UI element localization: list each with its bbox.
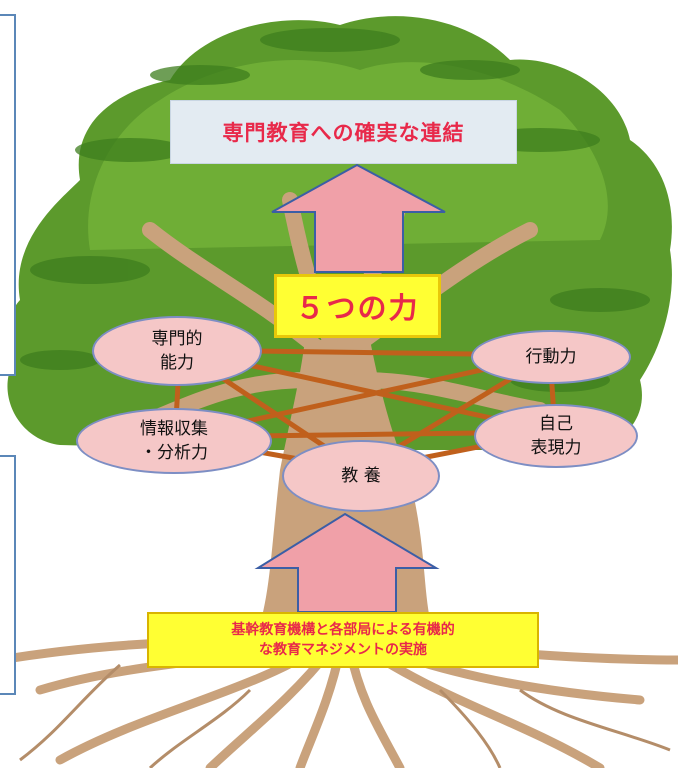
foundation-line-2: な教育マネジメントの実施 xyxy=(259,642,427,658)
node-information-line-2: ・分析力 xyxy=(140,443,208,463)
foundation-box: 基幹教育機構と各部局による有機的 な教育マネジメントの実施 xyxy=(147,612,539,668)
node-self-expression-line-2: 表現力 xyxy=(530,438,582,458)
up-arrow-bottom xyxy=(254,512,440,613)
node-information-analysis: 情報収集 ・分析力 xyxy=(76,408,272,474)
node-specialist-line-1: 専門的 xyxy=(151,329,203,349)
node-action-ability: 行動力 xyxy=(471,330,631,384)
up-arrow-top xyxy=(271,163,446,273)
node-self-expression: 自己 表現力 xyxy=(474,404,638,468)
five-powers-box: ５つの力 xyxy=(274,274,441,338)
node-culture-line-1: 教 養 xyxy=(341,466,381,486)
goal-title-text: 専門教育への確実な連結 xyxy=(222,121,465,145)
five-powers-text: ５つの力 xyxy=(295,291,420,325)
foundation-line-1: 基幹教育機構と各部局による有機的 xyxy=(231,622,455,638)
node-action-line-1: 行動力 xyxy=(525,347,577,367)
node-culture: 教 養 xyxy=(282,440,440,512)
goal-title-box: 専門教育への確実な連結 xyxy=(170,100,517,164)
left-panel-bottom xyxy=(0,455,16,695)
node-specialist-ability: 専門的 能力 xyxy=(92,316,262,386)
node-information-line-1: 情報収集 xyxy=(140,419,208,439)
left-panel-top xyxy=(0,14,16,376)
tree-roots-thin xyxy=(19,663,671,768)
node-self-expression-line-1: 自己 xyxy=(539,414,573,434)
node-specialist-line-2: 能力 xyxy=(160,353,194,373)
